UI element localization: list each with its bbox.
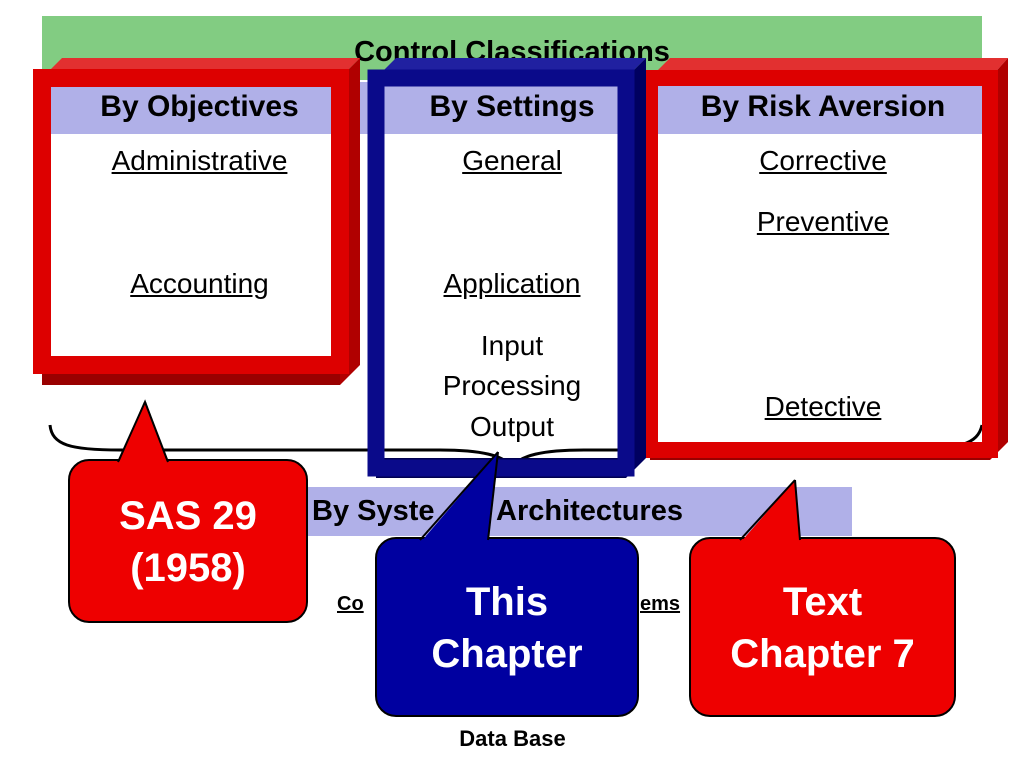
text-chapter-callout: Text Chapter 7 xyxy=(690,576,955,680)
subitem-processing: Processing xyxy=(442,370,582,401)
item-detective: Detective xyxy=(764,391,882,422)
architecture-item-left-partial: Co xyxy=(337,593,364,615)
subitem-output: Output xyxy=(469,411,555,442)
objectives-frame xyxy=(33,58,360,385)
sas-callout-line2: (1958) xyxy=(130,546,246,590)
item-corrective: Corrective xyxy=(759,145,887,176)
this-chapter-line1: This xyxy=(465,580,549,624)
item-application: Application xyxy=(443,268,581,299)
this-chapter-line2: Chapter xyxy=(431,632,583,676)
risk-frame xyxy=(642,58,1008,460)
subitem-input: Input xyxy=(480,330,544,361)
text-chapter-line2: Chapter 7 xyxy=(730,632,915,676)
this-chapter-callout: This Chapter xyxy=(376,576,638,680)
architecture-item-right-partial: ems xyxy=(640,593,681,615)
category-label-objectives: By Objectives xyxy=(100,90,299,123)
text-chapter-callout-shape xyxy=(689,479,956,717)
category-label-settings: By Settings xyxy=(429,90,595,123)
architectures-label-start: By Syste xyxy=(312,495,435,527)
architectures-label-end: Architectures xyxy=(496,495,683,527)
settings-frame xyxy=(367,58,646,478)
category-label-risk: By Risk Aversion xyxy=(700,90,946,123)
sas-callout: SAS 29 (1958) xyxy=(69,490,307,594)
text-chapter-line1: Text xyxy=(782,580,863,624)
item-accounting: Accounting xyxy=(130,268,269,299)
item-general: General xyxy=(462,145,562,176)
sas-callout-line1: SAS 29 xyxy=(119,494,257,538)
sas-callout-shape xyxy=(68,399,308,623)
this-chapter-callout-shape xyxy=(375,451,639,717)
item-administrative: Administrative xyxy=(111,145,288,176)
architecture-item-database: Data Base xyxy=(459,726,566,751)
category-header-bar xyxy=(42,82,982,134)
item-preventive: Preventive xyxy=(756,206,890,237)
